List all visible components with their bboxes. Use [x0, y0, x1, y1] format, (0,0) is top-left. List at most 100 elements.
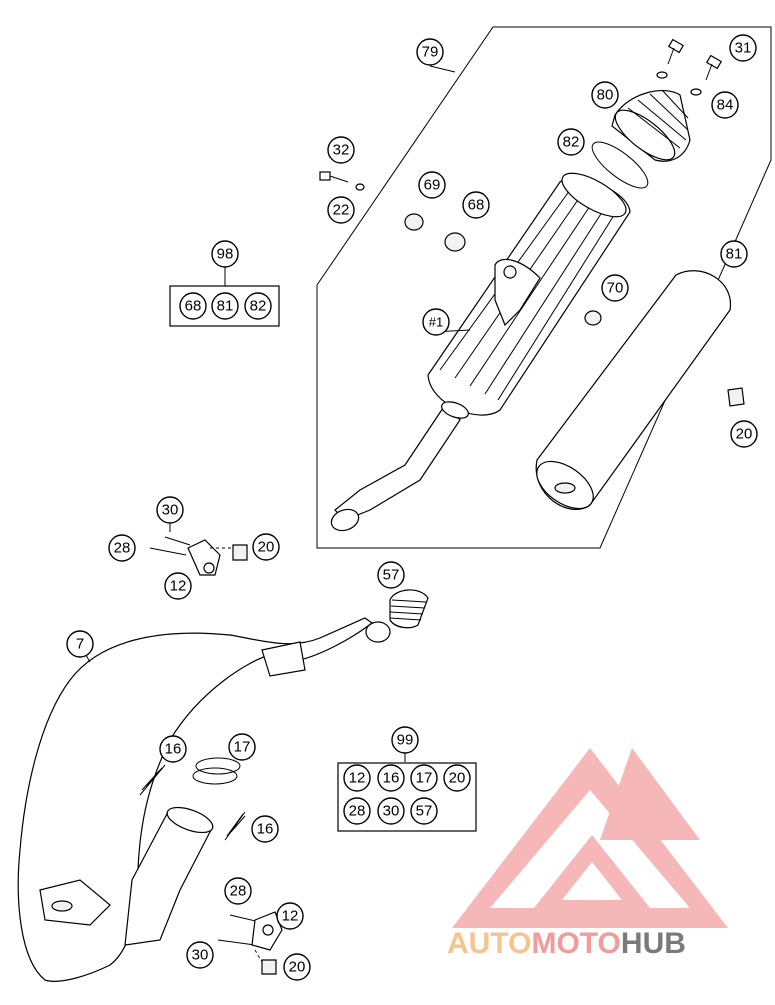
svg-text:30: 30 [162, 502, 179, 519]
clip-nut-20a [727, 387, 745, 407]
callout-20b: 20 [252, 533, 280, 561]
svg-text:17: 17 [416, 770, 433, 787]
bracket-upper [149, 536, 248, 576]
watermark-moto: MOTO [531, 927, 620, 960]
watermark-auto: AUTO [447, 927, 531, 960]
svg-text:57: 57 [383, 567, 400, 584]
callout-70: 70 [601, 274, 629, 302]
grommet-69 [404, 213, 424, 231]
kit99-item-20: 20 [443, 764, 471, 792]
svg-text:20: 20 [449, 770, 466, 787]
svg-text:79: 79 [422, 44, 439, 61]
callout-31: 31 [729, 34, 757, 62]
svg-text:84: 84 [717, 97, 734, 114]
bolts-31 [656, 38, 723, 96]
callout-17: 17 [228, 733, 256, 761]
callout-12a: 12 [164, 572, 192, 600]
svg-text:22: 22 [333, 202, 350, 219]
bolt-32 [319, 171, 365, 191]
bracket-lower [217, 911, 283, 975]
callout-28a: 28 [108, 534, 136, 562]
svg-text:16: 16 [165, 741, 182, 758]
svg-text:20: 20 [258, 539, 275, 556]
o-ring-17a [195, 757, 241, 775]
callout-30a: 30 [156, 496, 184, 524]
svg-text:30: 30 [383, 803, 400, 820]
svg-text:69: 69 [424, 177, 441, 194]
svg-text:81: 81 [217, 298, 234, 315]
svg-text:98: 98 [217, 246, 234, 263]
watermark-text: AUTOMOTOHUB [447, 927, 686, 960]
svg-text:70: 70 [607, 280, 624, 297]
callout-68: 68 [462, 191, 490, 219]
svg-text:20: 20 [736, 426, 753, 443]
spring-57 [389, 589, 429, 629]
exhaust-header-pipe [17, 617, 391, 982]
spring-16b [224, 811, 246, 841]
end-cap [611, 89, 691, 162]
svg-text:68: 68 [185, 298, 202, 315]
svg-text:80: 80 [597, 87, 614, 104]
callout-22: 22 [327, 196, 355, 224]
svg-text:20: 20 [289, 959, 306, 976]
kit99-item-57: 57 [410, 797, 438, 825]
svg-text:30: 30 [192, 947, 209, 964]
callout-7: 7 [66, 630, 94, 658]
svg-text:#1: #1 [429, 315, 443, 330]
callout-98: 98 [211, 240, 239, 268]
svg-text:31: 31 [735, 40, 752, 57]
kit99-item-12: 12 [343, 764, 371, 792]
o-ring-17b [192, 767, 238, 785]
svg-text:28: 28 [230, 883, 247, 900]
callout-28b: 28 [224, 877, 252, 905]
kit99-item-17: 17 [410, 764, 438, 792]
callout-30b: 30 [186, 941, 214, 969]
kit98-item-82: 82 [244, 292, 272, 320]
svg-text:17: 17 [234, 739, 251, 756]
silencer-outer-shell [535, 270, 731, 510]
svg-text:82: 82 [250, 298, 267, 315]
callout-69: 69 [418, 171, 446, 199]
kit99-item-30: 30 [377, 797, 405, 825]
callout-20c: 20 [283, 953, 311, 981]
callout-20a: 20 [730, 420, 758, 448]
kit99-item-16: 16 [377, 764, 405, 792]
svg-text:16: 16 [383, 770, 400, 787]
spring-16a [139, 764, 166, 796]
callout-16b: 16 [251, 815, 279, 843]
callout-57: 57 [377, 561, 405, 589]
gasket-ring [591, 141, 649, 189]
silencer-group-outline [316, 26, 772, 549]
svg-text:32: 32 [333, 142, 350, 159]
svg-text:82: 82 [563, 134, 580, 151]
washer-70 [584, 310, 602, 326]
callout-part-1: #1 [422, 308, 450, 336]
callout-81: 81 [720, 240, 748, 268]
svg-text:7: 7 [76, 636, 84, 653]
svg-text:57: 57 [416, 803, 433, 820]
callout-84: 84 [711, 91, 739, 119]
kit99-item-28: 28 [343, 797, 371, 825]
callout-12b: 12 [276, 902, 304, 930]
callout-82: 82 [557, 128, 585, 156]
watermark-logo [452, 748, 728, 928]
callout-79: 79 [416, 38, 444, 66]
svg-text:28: 28 [349, 803, 366, 820]
svg-text:16: 16 [257, 821, 274, 838]
svg-text:28: 28 [114, 540, 131, 557]
svg-text:12: 12 [282, 908, 299, 925]
watermark-hub: HUB [621, 927, 686, 960]
callout-32: 32 [327, 136, 355, 164]
svg-text:68: 68 [468, 197, 485, 214]
callout-16a: 16 [159, 735, 187, 763]
svg-text:99: 99 [397, 732, 414, 749]
svg-text:12: 12 [349, 770, 366, 787]
grommet-68 [444, 232, 466, 252]
svg-text:12: 12 [170, 578, 187, 595]
kit98-item-81: 81 [211, 292, 239, 320]
svg-text:81: 81 [726, 246, 743, 263]
silencer-body [330, 172, 631, 532]
kit98-item-68: 68 [179, 292, 207, 320]
callout-99: 99 [391, 726, 419, 754]
